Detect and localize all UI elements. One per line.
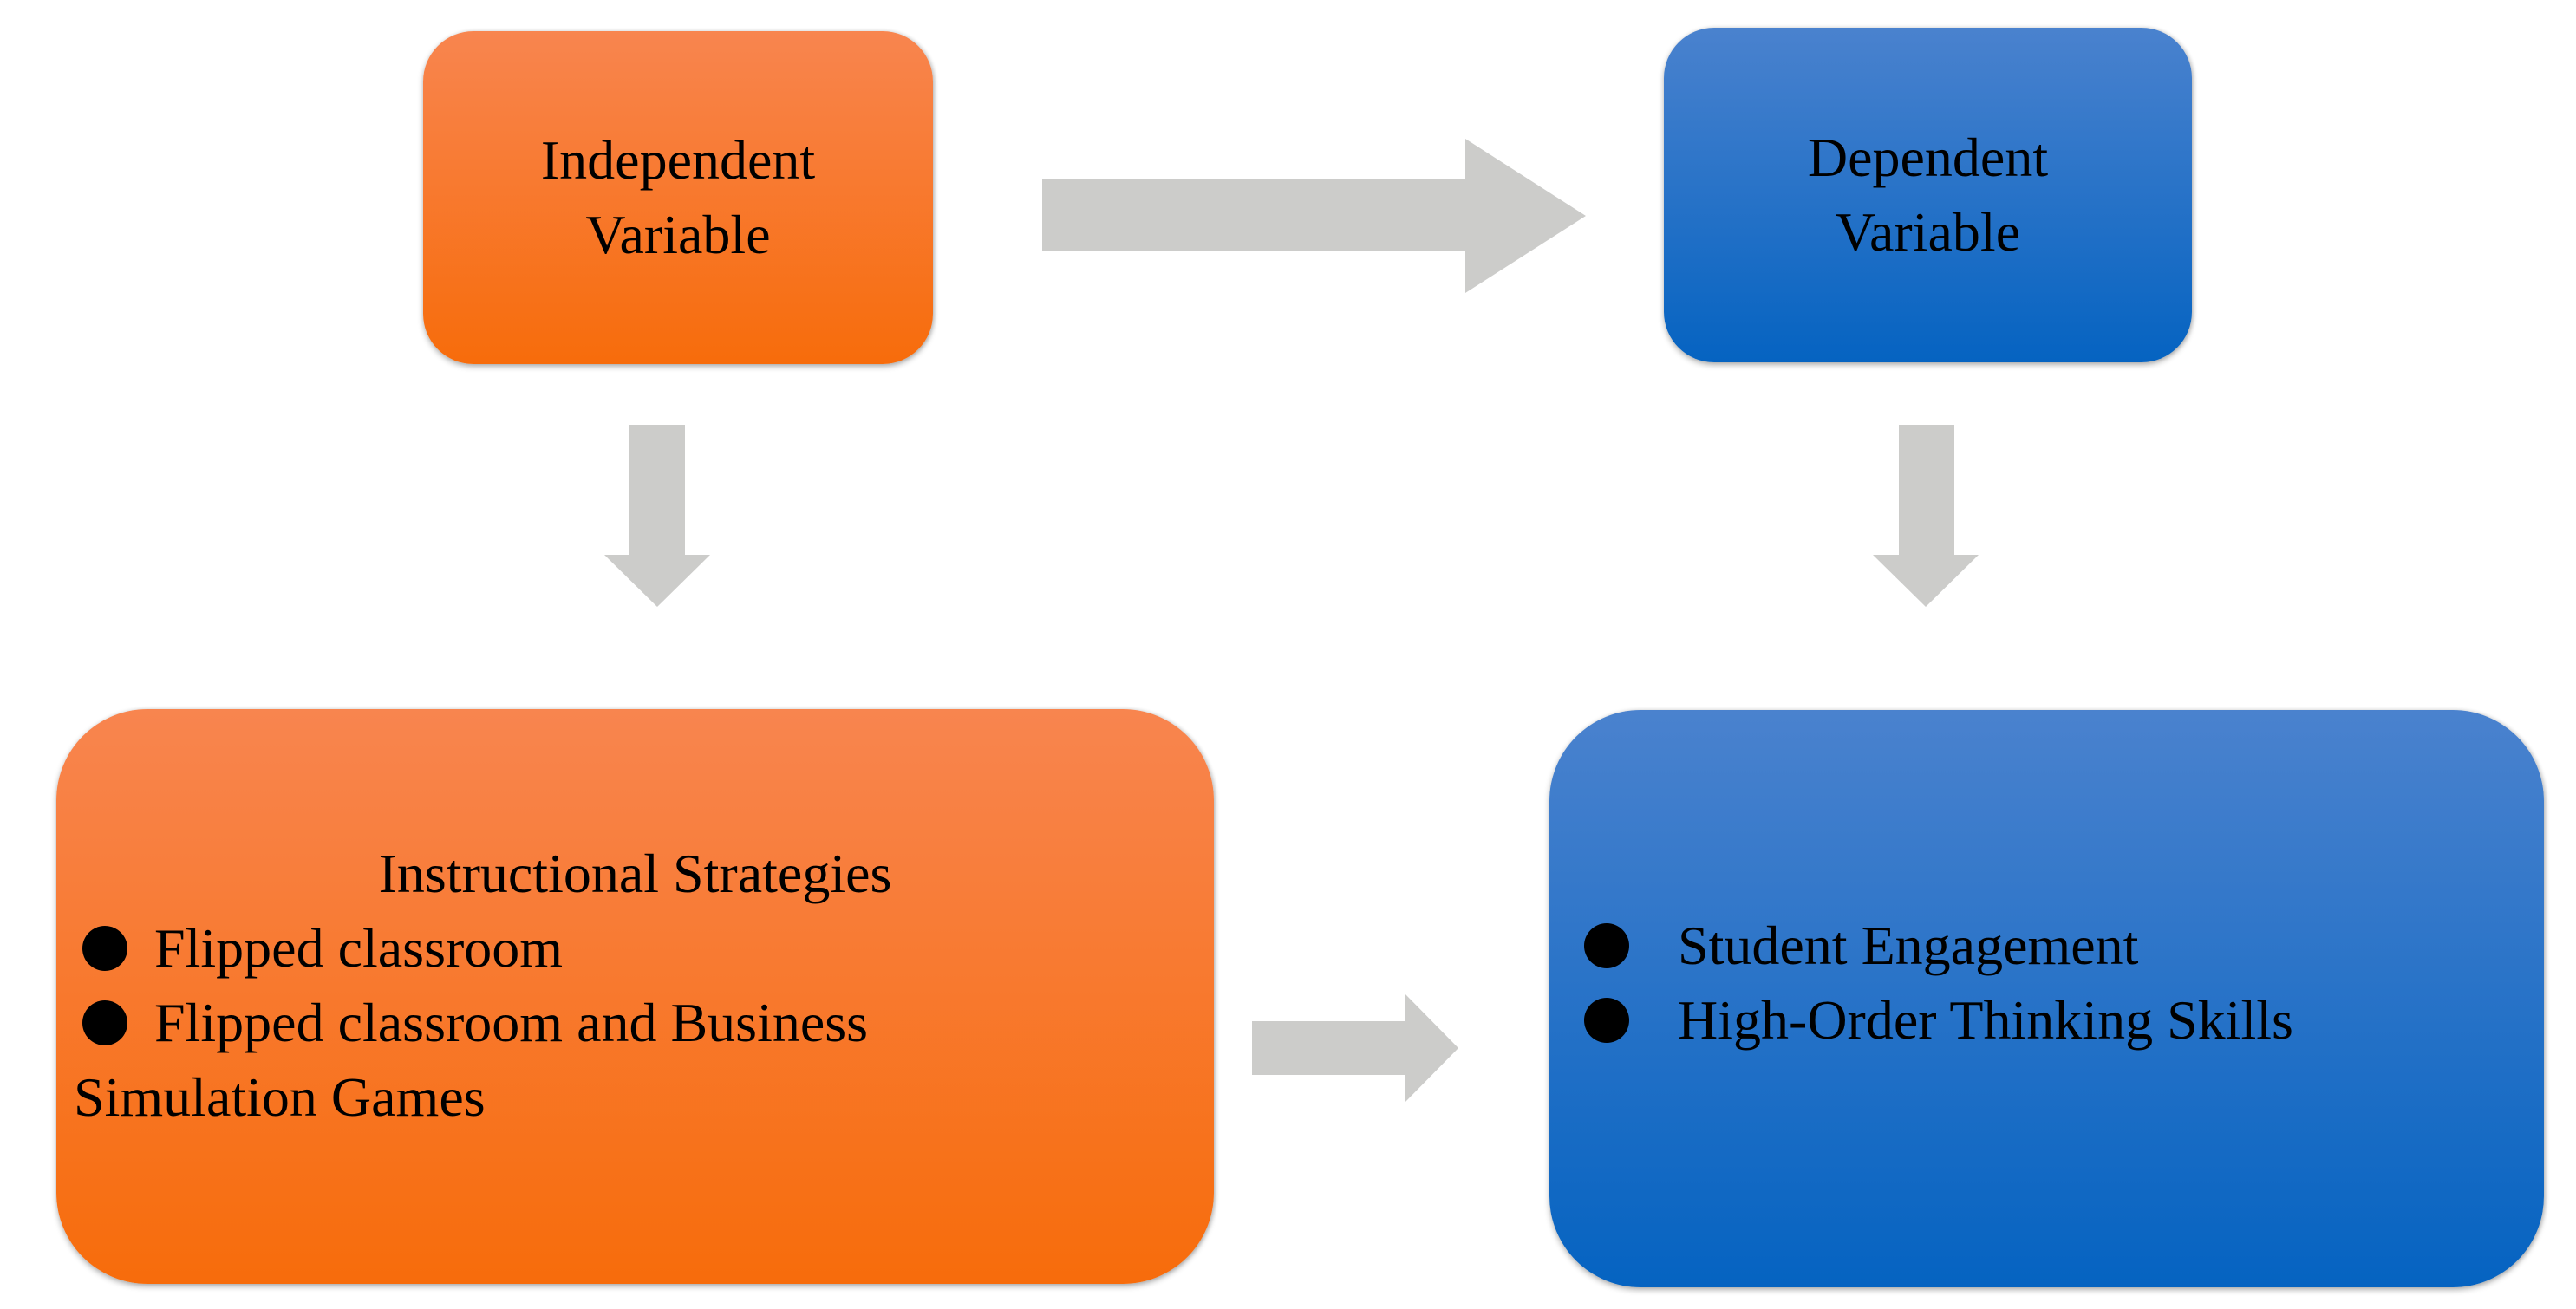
arrow-shaft	[1042, 179, 1465, 251]
instructional-strategies-box: Instructional Strategies Flipped classro…	[56, 709, 1214, 1284]
arrow-shaft	[1899, 425, 1954, 555]
independent-variable-label-line1: Independent	[540, 129, 816, 191]
arrow-shaft	[629, 425, 685, 555]
arrow-independent-to-dependent	[1042, 139, 1586, 293]
list-item: Flipped classroom and Business	[56, 986, 1214, 1060]
arrow-dependent-to-outcomes	[1873, 425, 1979, 607]
arrow-right-head-icon	[1405, 993, 1458, 1103]
arrow-down-head-icon	[604, 555, 710, 607]
dependent-variable-label-line1: Dependent	[1807, 127, 2049, 188]
instructional-strategies-title: Instructional Strategies	[378, 843, 892, 904]
list-item: Flipped classroom	[56, 911, 1214, 986]
bullet-label: Student Engagement	[1678, 915, 2139, 976]
arrow-down-head-icon	[1873, 555, 1979, 607]
arrow-strategies-to-outcomes	[1252, 993, 1458, 1103]
bullet-icon	[82, 926, 127, 971]
outcomes-box: Student Engagement High-Order Thinking S…	[1549, 710, 2544, 1287]
arrow-right-head-icon	[1465, 139, 1586, 293]
bullet-label-wrap: Simulation Games	[74, 1066, 486, 1128]
bullet-icon	[1584, 998, 1629, 1043]
bullet-label: Flipped classroom	[154, 917, 564, 979]
bullet-label: High-Order Thinking Skills	[1678, 989, 2293, 1051]
dependent-variable-label-line2: Variable	[1835, 201, 2021, 263]
bullet-icon	[1584, 923, 1629, 968]
instructional-strategies-content: Instructional Strategies Flipped classro…	[56, 837, 1214, 1135]
dependent-variable-box: Dependent Variable	[1664, 28, 2192, 362]
bullet-label: Flipped classroom and Business	[154, 992, 869, 1053]
arrow-shaft	[1252, 1021, 1405, 1075]
outcomes-content: Student Engagement High-Order Thinking S…	[1549, 908, 2544, 1058]
arrow-independent-to-strategies	[604, 425, 710, 607]
list-item: Student Engagement	[1549, 908, 2544, 983]
independent-variable-box: Independent Variable	[423, 31, 933, 364]
bullet-icon	[82, 1000, 127, 1045]
list-item: High-Order Thinking Skills	[1549, 983, 2544, 1058]
independent-variable-label-line2: Variable	[585, 204, 771, 265]
